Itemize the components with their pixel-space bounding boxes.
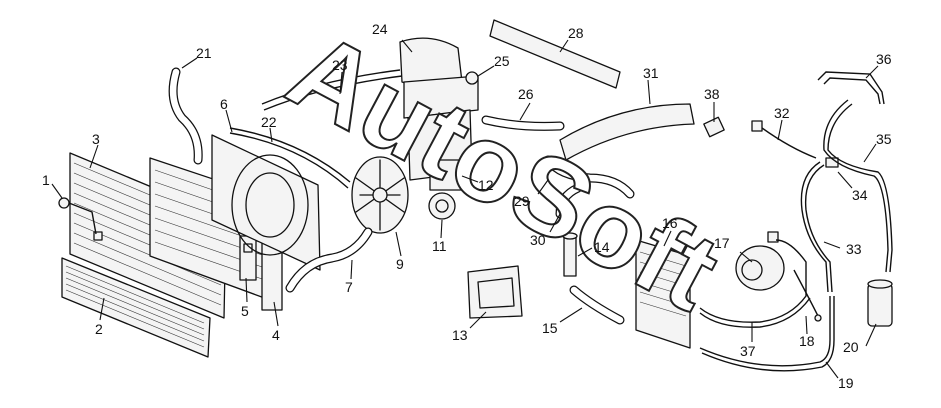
callout-7: 7	[345, 279, 353, 295]
drier-part-20	[867, 279, 893, 327]
bracket-part-5	[239, 235, 257, 281]
hose-part-26	[481, 115, 565, 131]
callout-5: 5	[241, 303, 249, 319]
callout-9: 9	[396, 256, 404, 272]
ac-line-part-19	[699, 296, 835, 372]
hose-part-15	[569, 285, 625, 325]
callout-16: 16	[662, 215, 678, 231]
pipe-part-33	[800, 161, 833, 293]
callout-15: 15	[542, 320, 558, 336]
callout-21: 21	[196, 45, 212, 61]
ac-line-part-37	[699, 239, 811, 328]
pipe-part-35	[823, 99, 893, 273]
hose-part-29	[543, 155, 635, 199]
callout-34: 34	[852, 187, 868, 203]
water-pump-part-11	[428, 192, 456, 220]
condenser-part-2	[61, 257, 211, 358]
callout-13: 13	[452, 327, 468, 343]
callout-11: 11	[432, 238, 447, 254]
callout-17: 17	[714, 235, 730, 251]
callout-18: 18	[799, 333, 815, 349]
callout-23: 23	[332, 57, 348, 73]
callout-25: 25	[494, 53, 510, 69]
fan-part-9	[351, 156, 409, 234]
callout-30: 30	[530, 232, 546, 248]
upper-hose-part-21	[168, 67, 203, 165]
callout-6: 6	[220, 96, 228, 112]
intercooler-part-16	[635, 239, 691, 349]
callout-38: 38	[704, 86, 720, 102]
callout-22: 22	[261, 114, 277, 130]
lower-hose-part-7	[285, 227, 373, 293]
callout-2: 2	[95, 321, 103, 337]
rail-part-28	[489, 19, 621, 89]
callout-4: 4	[272, 327, 280, 343]
callout-20: 20	[843, 339, 859, 355]
leader-lines	[51, 39, 879, 379]
line-part-18	[793, 269, 822, 322]
fan-shroud-part-6	[211, 134, 321, 271]
pipe-part-14	[562, 232, 578, 277]
pipe-part-23	[261, 69, 403, 111]
callout-12: 12	[478, 177, 494, 193]
callout-37: 37	[740, 343, 756, 359]
callout-labels: 1 2 3 4 5 6 7 9 11 12 13 14 15 16 17 18 …	[42, 21, 892, 391]
pipe-part-36	[817, 71, 885, 105]
pipe-part-22	[229, 127, 351, 189]
callout-3: 3	[92, 131, 100, 147]
callout-26: 26	[518, 86, 534, 102]
callout-1: 1	[42, 172, 50, 188]
compressor-part-17	[735, 231, 785, 291]
callout-32: 32	[774, 105, 790, 121]
clamp-part-38	[703, 116, 725, 138]
hose-part-30	[555, 183, 583, 219]
duct-part-31	[559, 103, 695, 161]
callout-31: 31	[643, 65, 659, 81]
housing-part-12	[429, 159, 465, 191]
callout-33: 33	[846, 241, 862, 257]
shield-part-13	[467, 265, 523, 319]
callout-29: 29	[514, 193, 530, 209]
pipe-part-32	[751, 120, 817, 159]
fitting-part-1	[58, 197, 97, 235]
callout-35: 35	[876, 131, 892, 147]
callout-19: 19	[838, 375, 854, 391]
callout-36: 36	[876, 51, 892, 67]
callout-24: 24	[372, 21, 388, 37]
callout-28: 28	[568, 25, 584, 41]
callout-14: 14	[594, 239, 610, 255]
